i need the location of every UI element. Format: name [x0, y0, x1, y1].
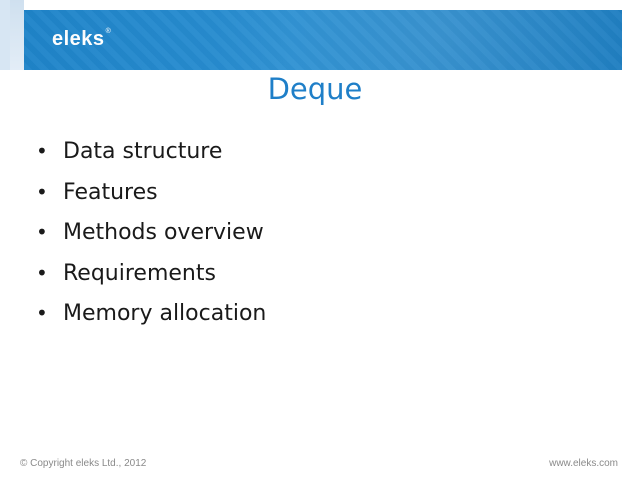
bullet-dot-icon: •: [36, 220, 48, 244]
copyright-text: © Copyright eleks Ltd., 2012: [20, 458, 147, 469]
bullet-text: Data structure: [63, 139, 223, 164]
bullet-text: Memory allocation: [63, 301, 267, 326]
bullet-dot-icon: •: [36, 260, 48, 285]
logo-text: eleks: [52, 28, 105, 50]
bullet-text: Methods overview: [63, 220, 264, 245]
logo-registered-mark: ®: [105, 28, 112, 35]
bullet-dot-icon: •: [36, 179, 48, 204]
slide-title: Deque: [0, 72, 630, 106]
eleks-logo: eleks®: [52, 28, 111, 51]
slide-title-text: Deque: [267, 72, 363, 106]
left-accent-gradient: [10, 0, 24, 70]
bullet-item: • Methods overview: [36, 216, 266, 257]
bullet-item: • Requirements: [36, 257, 266, 298]
bullet-text: Requirements: [63, 260, 216, 286]
footer: © Copyright eleks Ltd., 2012 www.eleks.c…: [0, 455, 638, 475]
bullet-text: Features: [63, 179, 158, 205]
bullet-item: • Data structure: [36, 135, 266, 176]
bullet-item: • Memory allocation: [36, 297, 266, 338]
bullet-list: • Data structure • Features • Methods overv…: [36, 135, 266, 338]
bullet-dot-icon: •: [36, 301, 48, 325]
header-banner: eleks®: [24, 10, 622, 70]
bullet-dot-icon: •: [36, 139, 48, 163]
bullet-item: • Features: [36, 176, 266, 217]
left-accent-strip: [0, 0, 24, 70]
website-link[interactable]: www.eleks.com: [549, 458, 618, 469]
